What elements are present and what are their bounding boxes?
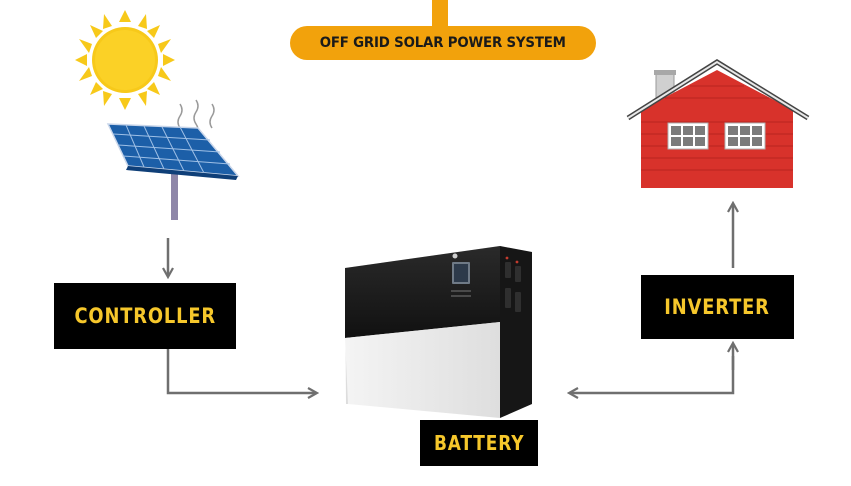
connector-controller-to-battery — [166, 349, 316, 393]
controller-node: CONTROLLER — [54, 283, 236, 349]
battery-label: BATTERY — [433, 431, 525, 455]
inverter-node: INVERTER — [641, 275, 794, 339]
battery-unit-icon — [345, 246, 532, 418]
house-window-right — [724, 122, 766, 150]
battery-node: BATTERY — [420, 420, 538, 466]
title-banner-stem — [432, 0, 448, 28]
title-banner: OFF GRID SOLAR POWER SYSTEM — [290, 26, 596, 60]
house-icon — [626, 59, 810, 188]
controller-label: CONTROLLER — [74, 304, 216, 328]
connector-inverter-to-battery — [570, 344, 733, 393]
solar-panel-icon — [106, 123, 240, 220]
sun-icon — [75, 10, 175, 110]
diagram-title: OFF GRID SOLAR POWER SYSTEM — [319, 35, 567, 51]
inverter-label: INVERTER — [664, 295, 771, 319]
house-window-left — [667, 122, 709, 150]
